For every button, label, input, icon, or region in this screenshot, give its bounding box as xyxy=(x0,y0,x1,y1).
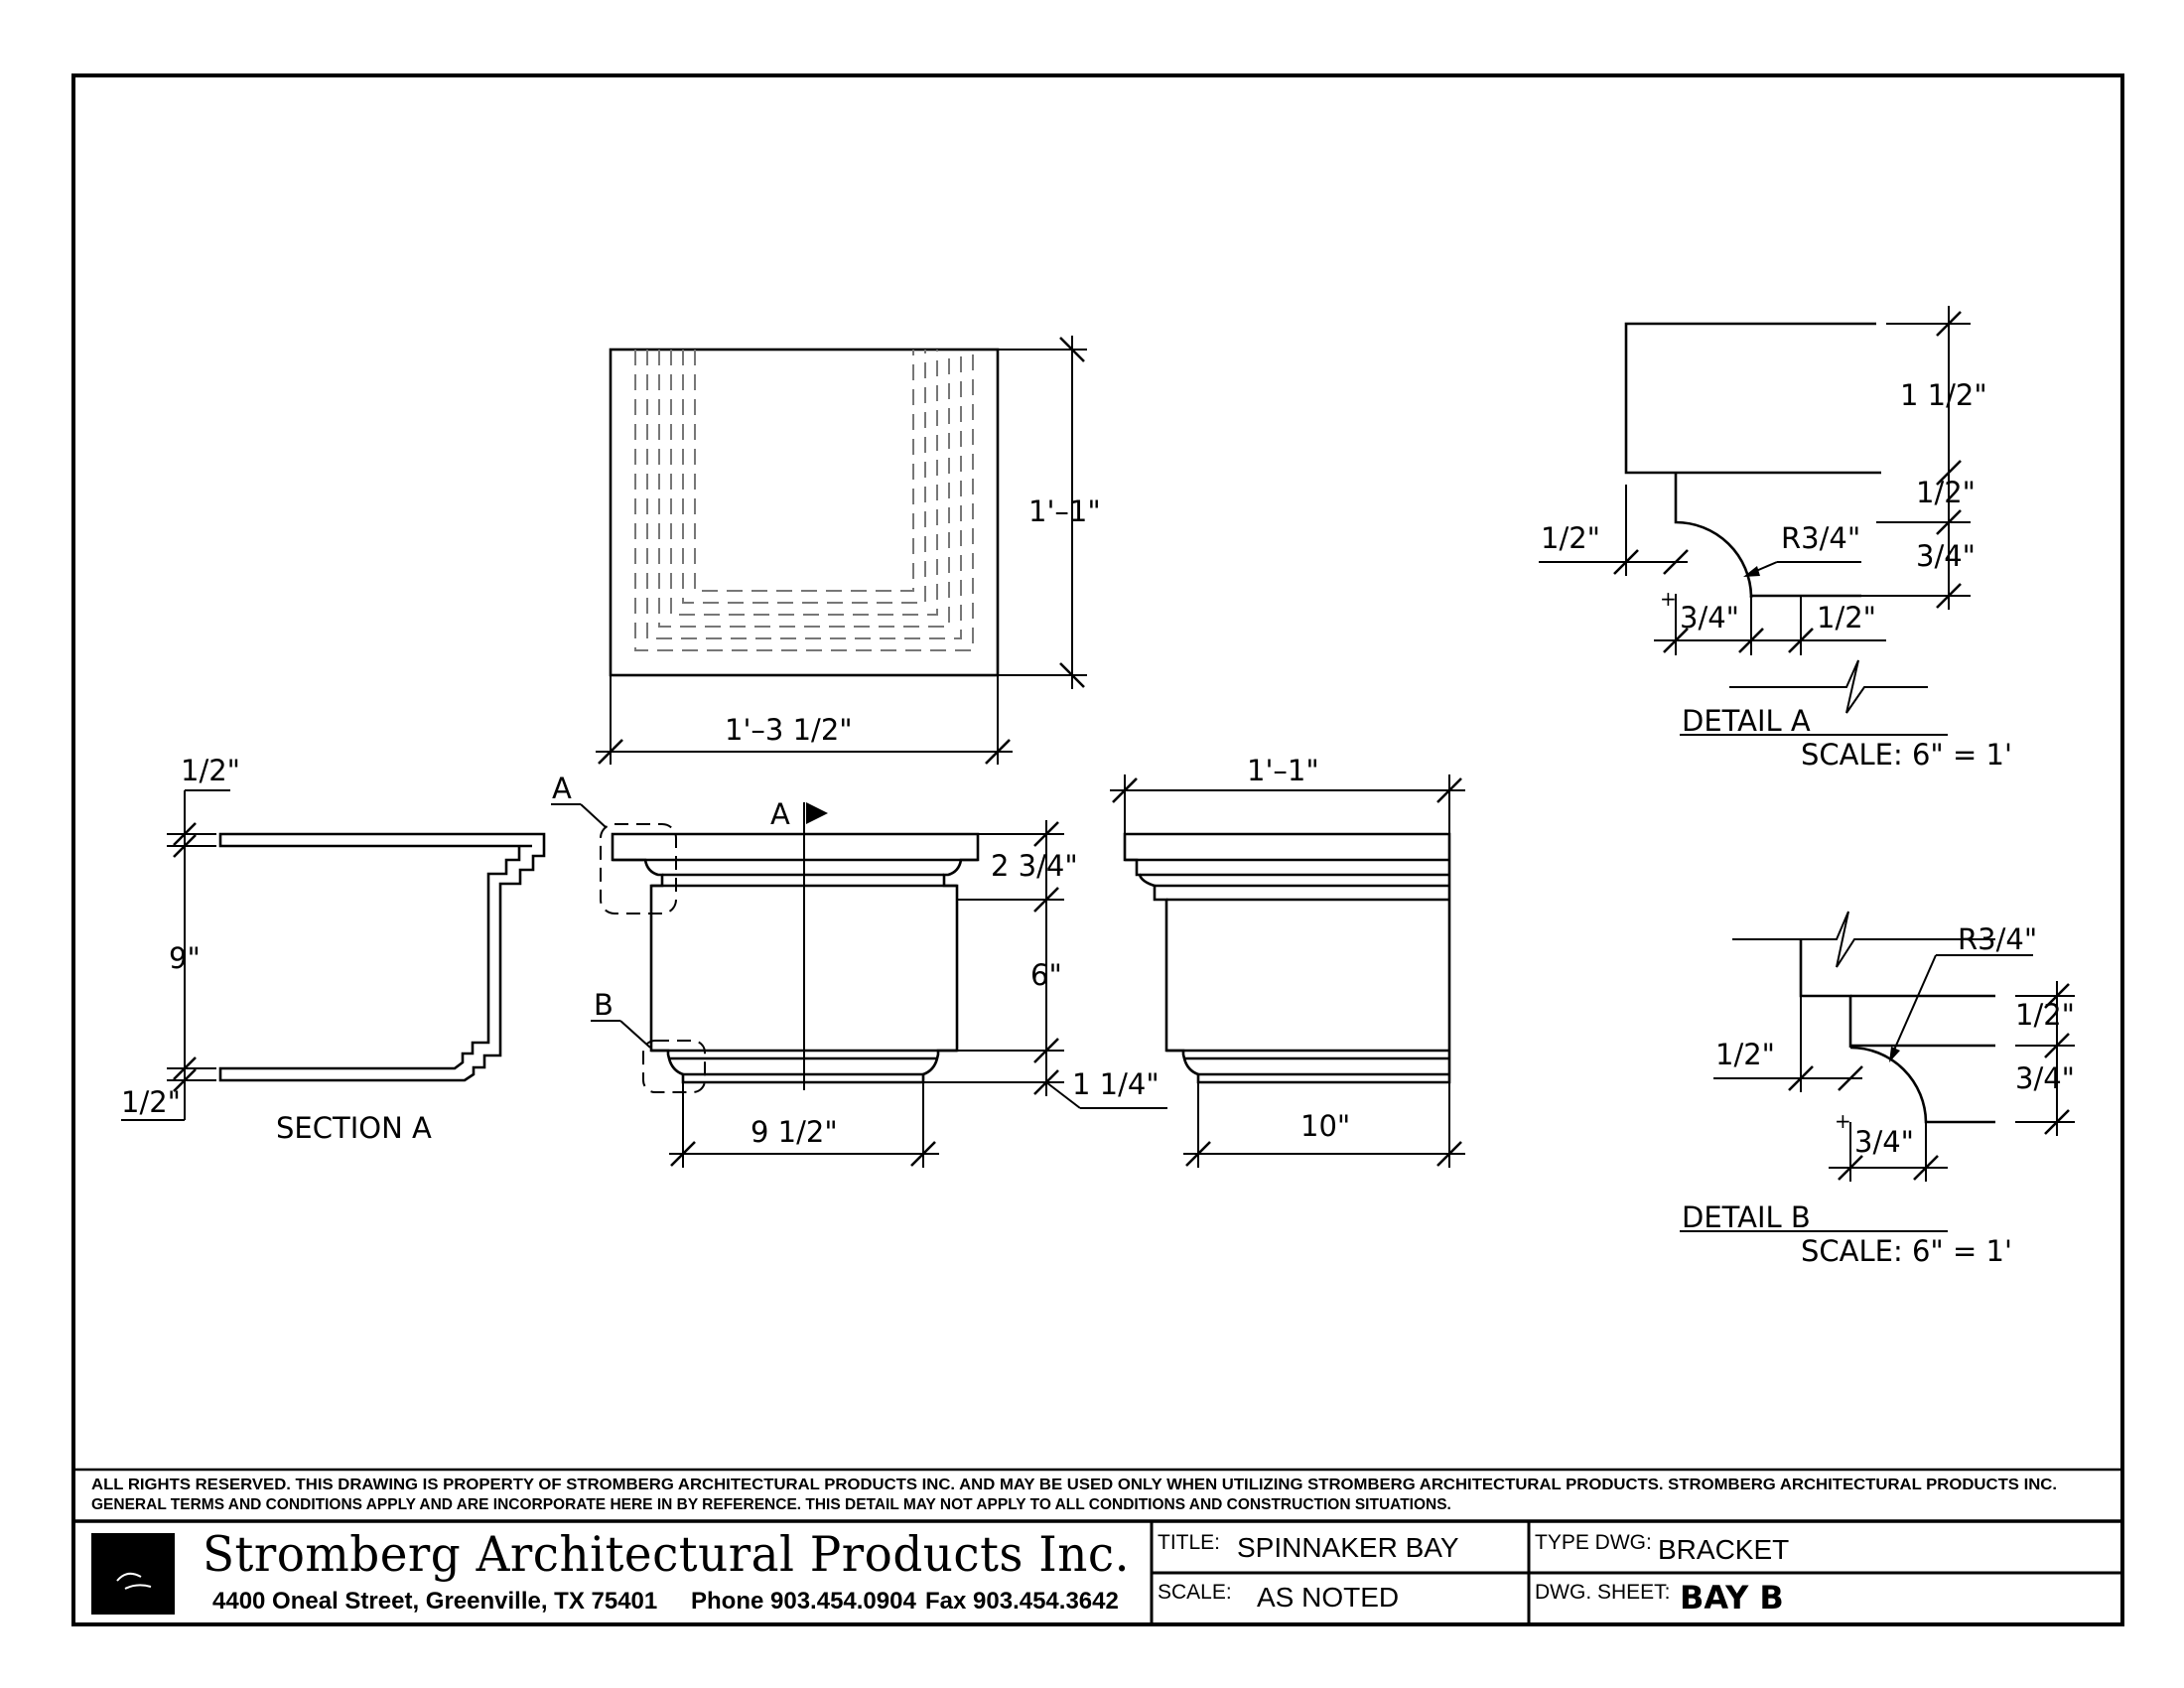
title-label: TITLE: xyxy=(1158,1531,1220,1554)
front-dim-body: 6" xyxy=(1030,958,1062,992)
detail-b-title: DETAIL B xyxy=(1682,1200,1811,1234)
section-a-dim-top: 1/2" xyxy=(181,754,240,787)
type-dwg-value: BRACKET xyxy=(1658,1534,1789,1565)
detail-a-dim-bottom-left: 3/4" xyxy=(1680,601,1739,634)
company-fax: Fax 903.454.3642 xyxy=(925,1588,1119,1615)
front-dim-width: 9 1/2" xyxy=(751,1115,838,1149)
section-a-title: SECTION A xyxy=(276,1111,432,1145)
detail-b-dim-right-bottom: 3/4" xyxy=(2015,1061,2075,1095)
front-view-outline xyxy=(611,832,980,1084)
side-view-outline xyxy=(1123,832,1451,1084)
detail-a-radius: R3/4" xyxy=(1781,521,1860,555)
front-dim-cap: 2 3/4" xyxy=(991,849,1078,883)
company-address: 4400 Oneal Street, Greenville, TX 75401 xyxy=(212,1588,657,1615)
sheet-border xyxy=(71,73,2124,1626)
plan-view: 1'–1" 1'–3 1/2" xyxy=(596,336,1101,765)
detail-b-view: R3/4" 1/2" 3/4" 1/2" + 3/4" DETAIL B SCA… xyxy=(1680,911,2075,1268)
detail-a-plus-icon: + xyxy=(1660,587,1677,611)
detail-a-dim-left: 1/2" xyxy=(1541,521,1600,555)
detail-a-scale: SCALE: 6" = 1' xyxy=(1801,738,2012,772)
section-marker-label: A xyxy=(770,797,790,831)
type-dwg-label: TYPE DWG: xyxy=(1535,1531,1652,1554)
scale-label: SCALE: xyxy=(1158,1581,1232,1604)
dwg-sheet-value: BAY B xyxy=(1680,1579,1784,1617)
notes-line-1: ALL RIGHTS RESERVED. THIS DRAWING IS PRO… xyxy=(91,1477,2057,1493)
plan-hidden-lines xyxy=(634,350,974,651)
plan-height-label: 1'–1" xyxy=(1028,494,1101,528)
detail-a-dim-right: 3/4" xyxy=(1916,539,1976,573)
section-arrow-icon xyxy=(806,802,828,824)
side-view: 1'–1" 10" xyxy=(1110,754,1465,1168)
detail-a-break-line xyxy=(1729,659,1928,714)
dwg-sheet-label: DWG. SHEET: xyxy=(1535,1581,1671,1604)
detail-a-dim-bottom-right: 1/2" xyxy=(1817,601,1876,634)
scale-value: AS NOTED xyxy=(1257,1582,1399,1613)
plan-width-dimension: 1'–3 1/2" xyxy=(596,675,1013,765)
company-phone: Phone 903.454.0904 xyxy=(691,1588,916,1615)
detail-a-view: 1 1/2" 1/2" 3/4" R3/4" 1/2" + 3/4" 1/2" … xyxy=(1539,306,2012,772)
detail-b-dim-left: 1/2" xyxy=(1715,1038,1775,1071)
section-a-dim-height: 9" xyxy=(169,941,201,975)
callout-b-label: B xyxy=(594,988,614,1022)
section-a-dim-bottom: 1/2" xyxy=(121,1085,181,1119)
detail-a-dim-top: 1 1/2" xyxy=(1900,378,1987,412)
company-name: Stromberg Architectural Products Inc. xyxy=(203,1526,1130,1583)
callout-a-label: A xyxy=(552,772,572,805)
title-block: Stromberg Architectural Products Inc. 44… xyxy=(73,1519,2122,1624)
detail-b-plus-icon: + xyxy=(1835,1109,1851,1133)
logo-swoosh-icon xyxy=(116,1572,152,1590)
detail-b-dim-bottom: 3/4" xyxy=(1854,1125,1914,1159)
detail-a-dim-mid: 1/2" xyxy=(1916,476,1976,509)
detail-b-dim-right-top: 1/2" xyxy=(2015,998,2075,1032)
section-a-view: 1/2" 9" 1/2" SECTION A xyxy=(121,754,546,1145)
detail-a-title: DETAIL A xyxy=(1682,704,1811,738)
notes-line-2: GENERAL TERMS AND CONDITIONS APPLY AND A… xyxy=(91,1496,1451,1513)
plan-width-label: 1'–3 1/2" xyxy=(725,713,853,747)
side-dim-bottom: 10" xyxy=(1300,1109,1350,1143)
plan-height-dimension: 1'–1" xyxy=(998,336,1101,689)
detail-a-profile xyxy=(1674,473,1861,598)
title-value: SPINNAKER BAY xyxy=(1237,1532,1459,1563)
front-dim-base: 1 1/4" xyxy=(1072,1067,1160,1101)
detail-b-radius: R3/4" xyxy=(1958,922,2037,956)
front-view: A A B 2 3/4" 6" 1 1/4" 9 1/2" xyxy=(551,772,1167,1168)
detail-b-scale: SCALE: 6" = 1' xyxy=(1801,1234,2012,1268)
detail-b-profile xyxy=(1849,994,1995,1124)
side-dim-top: 1'–1" xyxy=(1247,754,1319,787)
section-a-profile xyxy=(218,832,546,1082)
